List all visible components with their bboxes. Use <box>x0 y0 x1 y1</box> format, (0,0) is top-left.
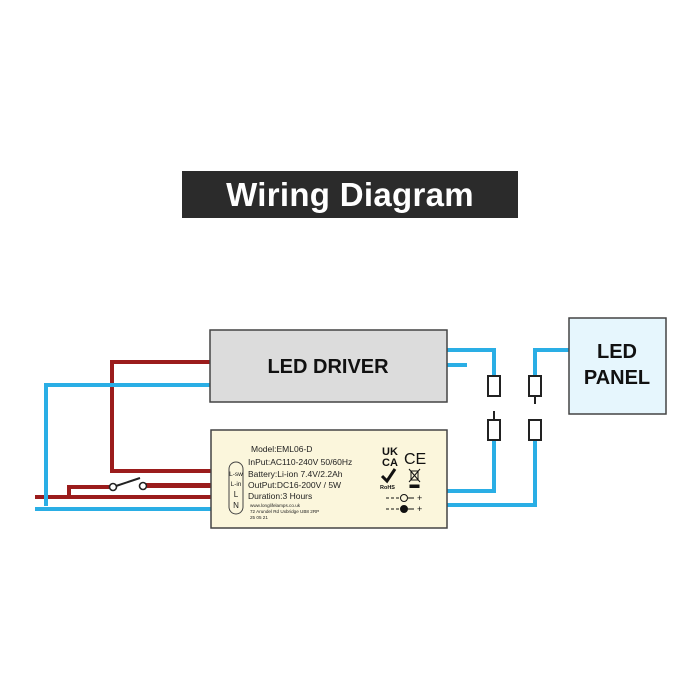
ce-mark: CE <box>404 451 426 468</box>
live-wire-driver-feed <box>110 360 212 473</box>
terminal-n: N <box>233 501 239 510</box>
wall-switch <box>69 477 212 492</box>
led-panel-box <box>568 317 667 415</box>
connector-bottom-right <box>528 419 542 441</box>
unit-duration: Duration:3 Hours <box>248 491 312 501</box>
ukca-mark-top: UK <box>382 446 398 458</box>
neutral-wires <box>35 348 570 511</box>
unit-battery: Battery:Li-ion 7.4V/2.2Ah <box>248 469 343 479</box>
terminal-lsw: L-sw <box>229 471 243 478</box>
output-polarity-icon <box>386 494 414 513</box>
connector-top-right <box>528 375 542 397</box>
unit-date: 25 05 21 <box>250 515 268 520</box>
unit-input: InPut:AC110-240V 50/60Hz <box>248 457 352 467</box>
unit-output: OutPut:DC16-200V / 5W <box>248 480 341 490</box>
neutral-wire-driver <box>44 383 210 506</box>
connectors <box>487 375 542 441</box>
weee-bin-icon <box>408 468 421 488</box>
terminal-lin: L-in <box>231 481 242 488</box>
led-panel-label-line1: LED <box>597 341 637 363</box>
led-driver-label: LED DRIVER <box>267 356 389 378</box>
polarity-plus-1: + <box>417 493 422 503</box>
led-driver-box <box>209 329 448 403</box>
connector-top-left <box>487 375 501 397</box>
diagram-title: Wiring Diagram <box>182 171 518 218</box>
unit-website: www.longlifelamps.co.uk <box>250 503 301 508</box>
unit-address: 72 Arundel Rd Uxbridge UB8 2RP <box>250 509 319 514</box>
live-wires <box>35 360 212 499</box>
unit-out-wire-1 <box>447 440 496 493</box>
emergency-unit: L-sw L-in L N Model:EML06-D InPut:AC110-… <box>210 429 448 529</box>
panel-wire-top <box>533 348 570 376</box>
ukca-mark-bottom: CA <box>382 457 398 469</box>
led-panel-label-line2: PANEL <box>584 367 650 389</box>
emergency-unit-box <box>210 429 448 529</box>
unit-model: Model:EML06-D <box>251 444 312 454</box>
driver-out-wire-1 <box>447 348 496 376</box>
connector-bottom-left <box>487 419 501 441</box>
polarity-plus-2: + <box>417 504 422 514</box>
terminal-l: L <box>234 490 239 499</box>
rohs-mark: RoHS <box>380 485 395 491</box>
terminal-block <box>228 461 244 515</box>
unit-out-wire-2 <box>447 440 537 507</box>
rohs-check-icon <box>380 468 397 484</box>
